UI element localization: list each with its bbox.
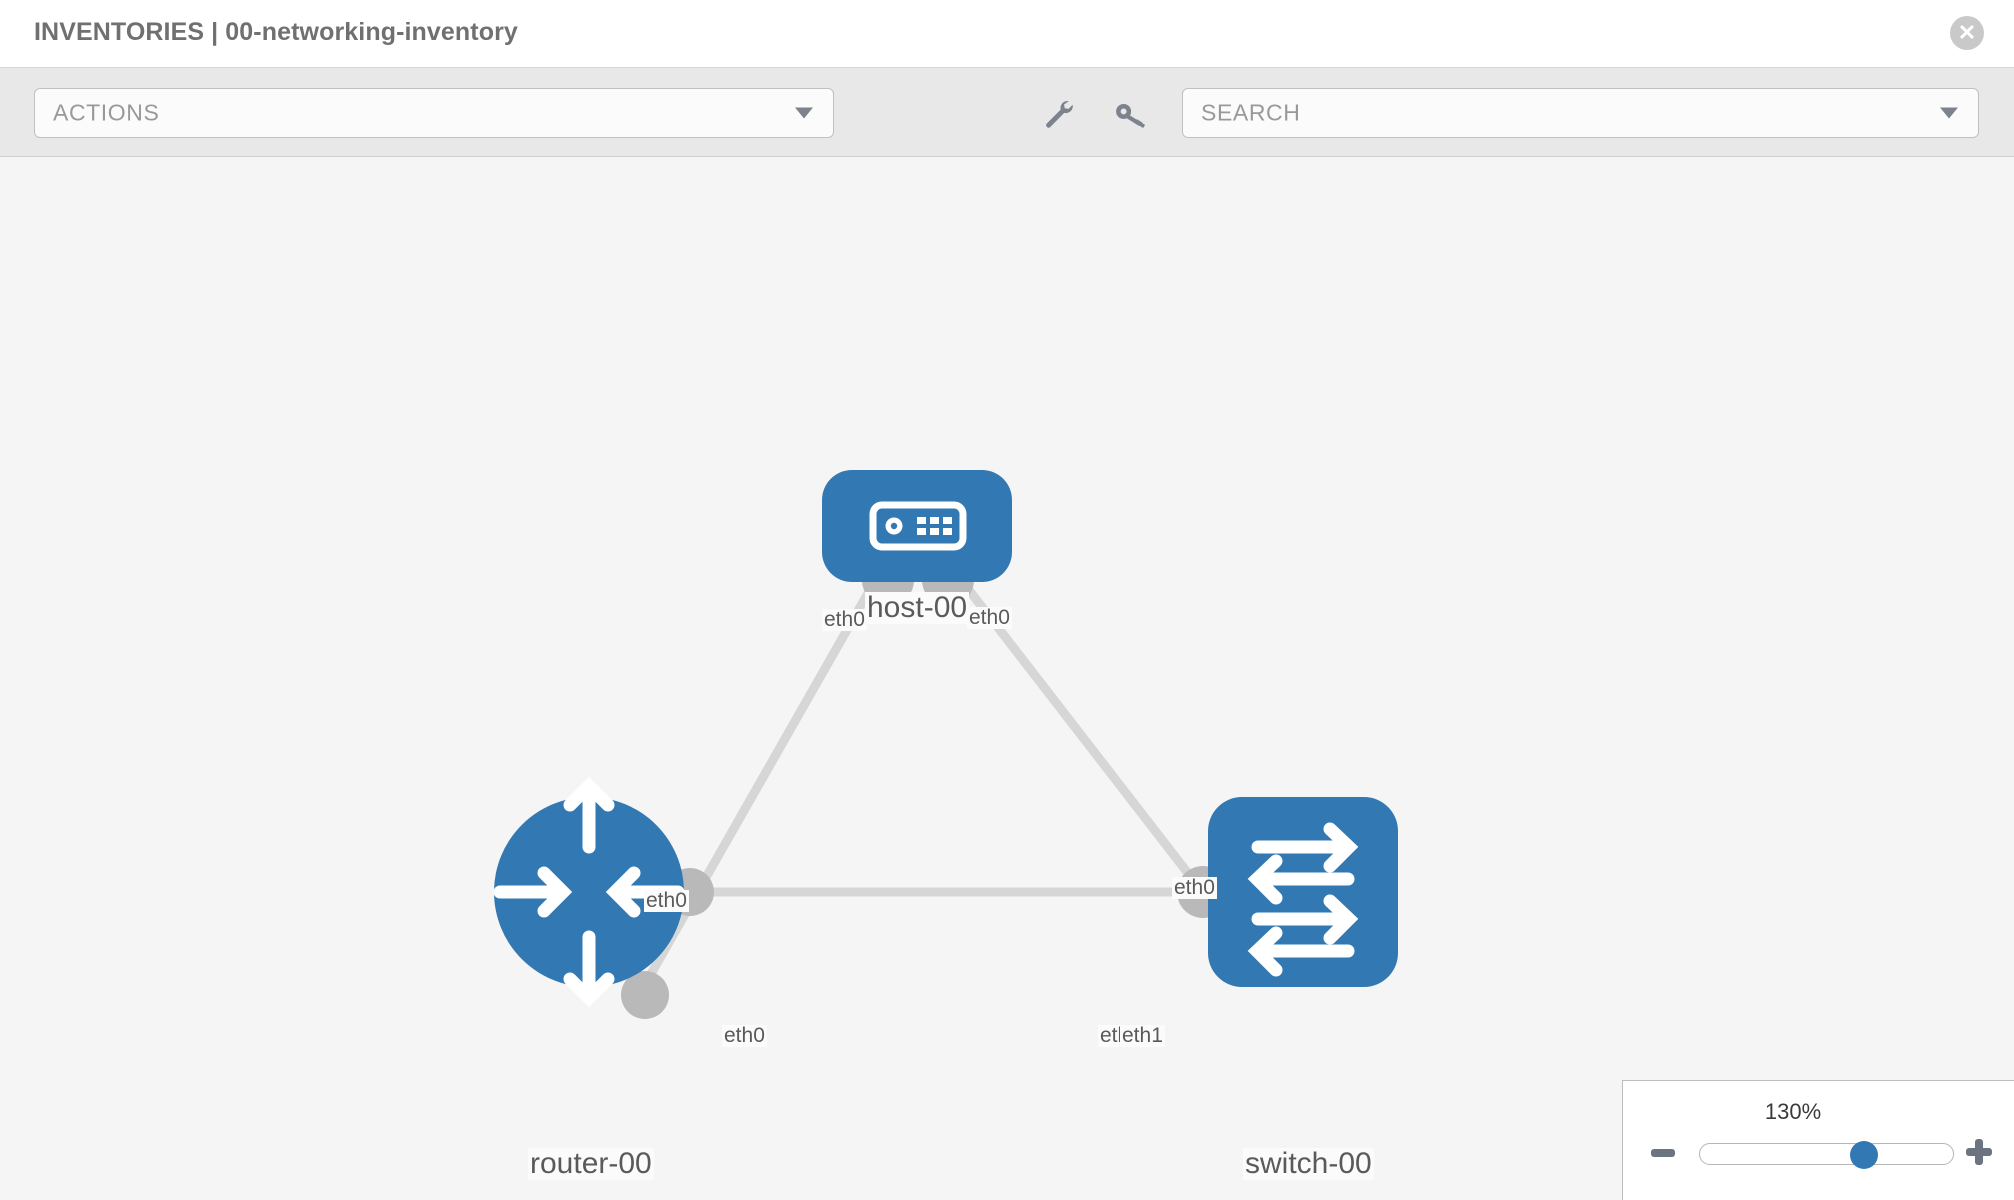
zoom-slider-row — [1623, 1137, 2014, 1177]
topology-graph — [493, 470, 1398, 1019]
interface-label-router-up: eth0 — [644, 889, 689, 913]
page-title: INVENTORIES | 00-networking-inventory — [34, 18, 518, 46]
interface-label-switch-left: eth1 — [1120, 1024, 1165, 1048]
switch-icon — [1247, 822, 1359, 977]
interface-label-host-left: eth0 — [822, 608, 867, 632]
search-placeholder-label: SEARCH — [1201, 99, 1301, 126]
wrench-icon[interactable] — [1044, 98, 1078, 132]
chevron-down-icon — [1940, 107, 1958, 119]
actions-dropdown-label: ACTIONS — [53, 99, 160, 126]
zoom-slider-thumb[interactable] — [1850, 1141, 1878, 1169]
page-header: INVENTORIES | 00-networking-inventory ✕ — [0, 0, 2014, 68]
search-input[interactable]: SEARCH — [1182, 88, 1979, 138]
interface-dot-router-up[interactable] — [621, 971, 669, 1019]
toolbar: ACTIONS SEARCH — [0, 68, 2014, 157]
zoom-slider[interactable] — [1699, 1141, 1954, 1169]
topology-canvas[interactable]: eth0 host-00 eth0 eth0 eth0 eth0 eth0 et… — [0, 157, 2014, 1200]
key-icon[interactable] — [1113, 98, 1147, 132]
zoom-percent-label: 130% — [1764, 1099, 1822, 1124]
actions-dropdown[interactable]: ACTIONS — [34, 88, 834, 138]
interface-label-router-right: eth0 — [722, 1024, 767, 1048]
interface-label-host-right: eth0 — [967, 606, 1012, 630]
close-icon: ✕ — [1957, 20, 1977, 45]
node-label-host-00: host-00 — [865, 591, 970, 624]
node-switch-00[interactable] — [1208, 797, 1398, 987]
zoom-in-icon[interactable] — [1966, 1139, 1992, 1165]
zoom-out-icon[interactable] — [1651, 1149, 1675, 1157]
zoom-control-panel: 130% — [1622, 1080, 2014, 1200]
chevron-down-icon — [795, 107, 813, 119]
host-icon — [869, 501, 967, 551]
interface-label-switch-up: eth0 — [1172, 876, 1217, 900]
close-button[interactable]: ✕ — [1950, 16, 1984, 50]
node-host-00[interactable] — [822, 470, 1012, 582]
link-group — [631, 569, 1249, 1005]
node-label-switch-00: switch-00 — [1243, 1147, 1374, 1180]
node-label-router-00: router-00 — [528, 1147, 654, 1180]
node-router-00[interactable] — [493, 776, 685, 1008]
